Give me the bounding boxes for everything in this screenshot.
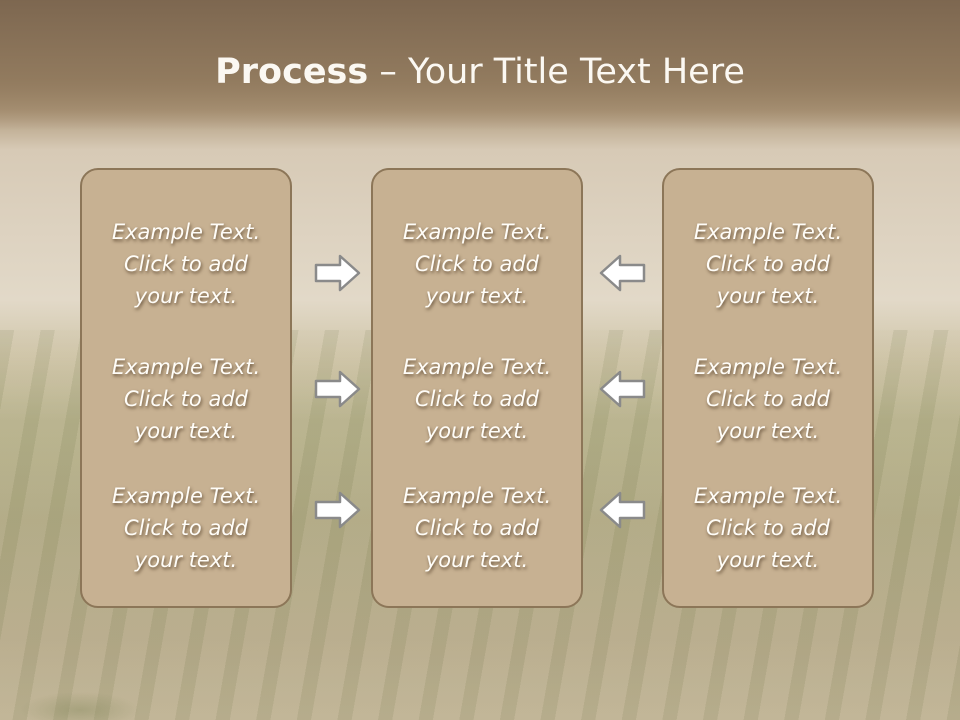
arrow-left-icon [598,253,646,293]
text-line: Click to add [123,387,248,411]
text-line: Click to add [705,252,830,276]
text-line: Click to add [123,516,248,540]
text-line: Example Text. [402,355,552,379]
text-block[interactable]: Example Text. Click to add your text. [373,480,581,576]
text-line: Example Text. [111,355,261,379]
text-line: your text. [425,419,529,443]
text-line: Example Text. [693,484,843,508]
text-block[interactable]: Example Text. Click to add your text. [664,351,872,447]
text-line: your text. [134,419,238,443]
text-line: Click to add [123,252,248,276]
text-line: Example Text. [111,220,261,244]
arrow-right-icon [314,253,362,293]
text-line: Click to add [414,252,539,276]
slide-title[interactable]: Process – Your Title Text Here [0,52,960,92]
text-line: Click to add [705,516,830,540]
arrow-left-icon [598,369,646,409]
text-line: your text. [716,419,820,443]
text-line: Example Text. [402,484,552,508]
text-block[interactable]: Example Text. Click to add your text. [373,216,581,312]
arrow-right-icon [314,490,362,530]
text-line: your text. [716,548,820,572]
text-block[interactable]: Example Text. Click to add your text. [82,351,290,447]
arrow-right-icon [314,369,362,409]
arrow-left-icon [598,490,646,530]
text-line: your text. [134,548,238,572]
text-block[interactable]: Example Text. Click to add your text. [82,216,290,312]
text-line: your text. [425,284,529,308]
process-panel-left[interactable]: Example Text. Click to add your text. Ex… [80,168,292,608]
text-block[interactable]: Example Text. Click to add your text. [82,480,290,576]
title-bold: Process [215,52,369,92]
text-block[interactable]: Example Text. Click to add your text. [664,216,872,312]
text-line: Example Text. [111,484,261,508]
process-panel-right[interactable]: Example Text. Click to add your text. Ex… [662,168,874,608]
text-line: your text. [134,284,238,308]
text-block[interactable]: Example Text. Click to add your text. [373,351,581,447]
text-line: Example Text. [693,220,843,244]
text-block[interactable]: Example Text. Click to add your text. [664,480,872,576]
text-line: Example Text. [402,220,552,244]
process-panel-center[interactable]: Example Text. Click to add your text. Ex… [371,168,583,608]
text-line: Example Text. [693,355,843,379]
text-line: your text. [716,284,820,308]
text-line: Click to add [414,516,539,540]
text-line: your text. [425,548,529,572]
title-rest: – Your Title Text Here [368,52,745,92]
title-band [0,0,960,130]
text-line: Click to add [705,387,830,411]
text-line: Click to add [414,387,539,411]
